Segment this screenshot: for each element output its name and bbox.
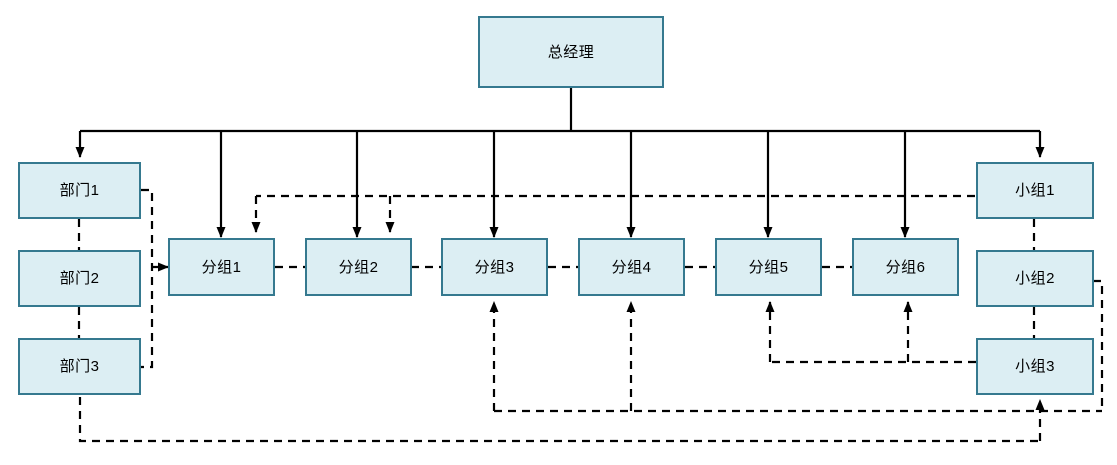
node-label-group-3: 分组3 xyxy=(474,258,515,276)
node-department-3[interactable]: 部门3 xyxy=(18,338,141,395)
node-group-4[interactable]: 分组4 xyxy=(578,238,685,296)
node-label-team-2: 小组2 xyxy=(1015,270,1055,287)
node-label-group-5: 分组5 xyxy=(748,258,789,276)
node-group-3[interactable]: 分组3 xyxy=(441,238,548,296)
node-label-group-4: 分组4 xyxy=(611,258,652,276)
node-label-team-3: 小组3 xyxy=(1015,358,1055,375)
dashed-connectors xyxy=(77,188,1104,443)
node-label-group-2: 分组2 xyxy=(338,258,379,276)
node-team-2[interactable]: 小组2 xyxy=(976,250,1094,307)
node-general-manager[interactable]: 总经理 xyxy=(478,16,664,88)
node-label-group-6: 分组6 xyxy=(885,258,926,276)
node-label-department-1: 部门1 xyxy=(59,182,100,199)
node-label-department-3: 部门3 xyxy=(59,358,100,375)
node-department-2[interactable]: 部门2 xyxy=(18,250,141,307)
node-group-6[interactable]: 分组6 xyxy=(852,238,959,296)
node-team-1[interactable]: 小组1 xyxy=(976,162,1094,219)
node-team-3[interactable]: 小组3 xyxy=(976,338,1094,395)
solid-connectors xyxy=(75,88,1045,238)
bracket-depts-to-grp1 xyxy=(141,188,154,369)
bus-dept3-to-team3 xyxy=(78,369,1040,443)
node-group-1[interactable]: 分组1 xyxy=(168,238,275,296)
node-label-general-manager: 总经理 xyxy=(547,43,595,61)
node-label-department-2: 部门2 xyxy=(59,270,100,287)
bracket-team2-to-lowbus xyxy=(1093,279,1104,411)
node-group-5[interactable]: 分组5 xyxy=(715,238,822,296)
node-label-team-1: 小组1 xyxy=(1015,182,1055,199)
node-department-1[interactable]: 部门1 xyxy=(18,162,141,219)
node-group-2[interactable]: 分组2 xyxy=(305,238,412,296)
node-label-group-1: 分组1 xyxy=(201,258,242,276)
